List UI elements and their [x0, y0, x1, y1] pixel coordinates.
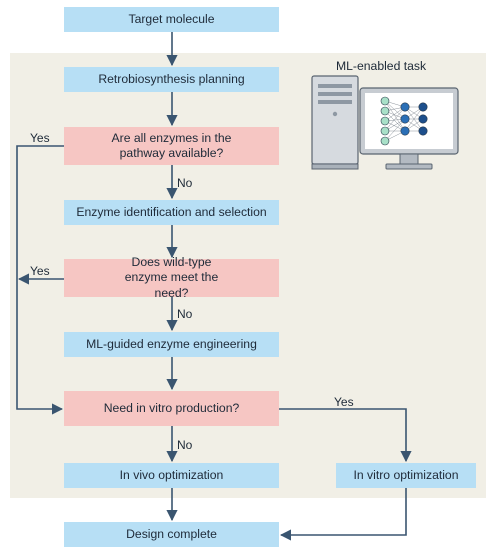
arrow-invitro-to-complete — [279, 488, 407, 541]
in-vitro-optimization-box: In vitro optimization — [336, 463, 476, 488]
design-complete-box: Design complete — [64, 522, 279, 547]
yes-label-enzymes: Yes — [30, 131, 50, 145]
enzymes-available-decision: Are all enzymes in the pathway available… — [64, 127, 279, 165]
enzyme-identification-box: Enzyme identification and selection — [64, 200, 279, 225]
in-vitro-production-decision: Need in vitro production? — [64, 391, 279, 426]
yes-label-wildtype: Yes — [30, 264, 50, 278]
no-label-wildtype: No — [177, 307, 193, 321]
yes-label-invitro: Yes — [334, 395, 354, 409]
ml-enabled-task-label: ML-enabled task — [336, 59, 427, 73]
in-vivo-optimization-box: In vivo optimization — [64, 463, 279, 488]
wild-type-decision: Does wild-type enzyme meet the need? — [64, 255, 279, 300]
ml-guided-engineering-box: ML-guided enzyme engineering — [64, 332, 279, 357]
arrow-q3-yes — [279, 408, 412, 463]
retrobiosynthesis-planning-box: Retrobiosynthesis planning — [64, 67, 279, 92]
target-molecule-box: Target molecule — [64, 7, 279, 32]
arrow-q1-yes — [16, 145, 64, 415]
no-label-invitro: No — [177, 438, 193, 452]
neural-network-icon — [380, 96, 428, 146]
no-label-enzymes: No — [177, 176, 193, 190]
